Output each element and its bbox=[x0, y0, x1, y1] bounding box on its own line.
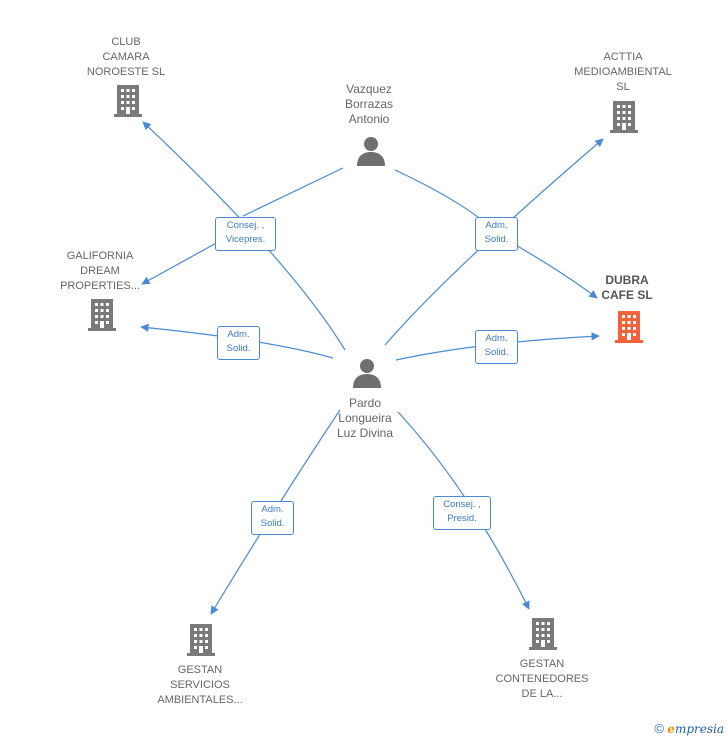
edge-label-adm-solid-acttia[interactable]: Adm. Solid. bbox=[475, 217, 518, 251]
club-camara-line-3: NOROESTE SL bbox=[86, 66, 166, 78]
vazquez-label[interactable]: Vazquez Borrazas Antonio bbox=[314, 82, 424, 127]
vazquez-line-1: Vazquez bbox=[346, 82, 392, 96]
adm-solid-gestan-serv-line-2: Solid. bbox=[260, 518, 285, 529]
galifornia-label[interactable]: GALIFORNIA DREAM PROPERTIES... bbox=[35, 249, 165, 294]
galifornia-line-1: GALIFORNIA bbox=[66, 250, 134, 262]
dubra-label[interactable]: DUBRA CAFE SL bbox=[562, 273, 692, 303]
pardo-line-2: Longueira bbox=[338, 411, 392, 425]
edge-vazquez-club bbox=[242, 167, 344, 217]
consej-vicepres-line-2: Vicepres. bbox=[225, 234, 266, 245]
gestan-contenedores-line-3: DE LA... bbox=[521, 688, 563, 700]
edge-label-adm-solid-gestan-serv[interactable]: Adm. Solid. bbox=[251, 501, 294, 535]
consej-presid-line-2: Presid. bbox=[447, 513, 477, 524]
consej-vicepres-line-1: Consej. , bbox=[226, 220, 265, 231]
gestan-servicios-line-1: GESTAN bbox=[177, 664, 223, 676]
edge-pardo-acttia bbox=[384, 138, 604, 346]
edge-label-consej-vicepres[interactable]: Consej. , Vicepres. bbox=[215, 217, 276, 251]
club-camara-label[interactable]: CLUB CAMARA NOROESTE SL bbox=[61, 35, 191, 80]
gestan-contenedores-line-2: CONTENEDORES bbox=[495, 673, 589, 685]
gestan-servicios-line-3: AMBIENTALES... bbox=[157, 694, 243, 706]
gestan-contenedores-building-icon bbox=[529, 618, 557, 650]
gestan-contenedores-line-1: GESTAN bbox=[519, 658, 565, 670]
dubra-line-1: DUBRA bbox=[605, 273, 649, 287]
club-camara-line-2: CAMARA bbox=[102, 51, 150, 63]
copyright-symbol: © bbox=[654, 721, 664, 736]
vazquez-person-icon bbox=[357, 137, 385, 166]
gestan-contenedores-label[interactable]: GESTAN CONTENEDORES DE LA... bbox=[477, 657, 607, 702]
adm-solid-dubra-line-2: Solid. bbox=[484, 347, 509, 358]
acttia-line-1: ACTTIA bbox=[603, 51, 643, 63]
gestan-servicios-line-2: SERVICIOS bbox=[170, 679, 230, 691]
gestan-servicios-label[interactable]: GESTAN SERVICIOS AMBIENTALES... bbox=[135, 663, 265, 708]
adm-solid-gestan-serv-line-1: Adm. bbox=[261, 504, 284, 515]
galifornia-line-3: PROPERTIES... bbox=[60, 280, 140, 292]
vazquez-line-3: Antonio bbox=[348, 112, 390, 126]
galifornia-building-icon bbox=[88, 299, 116, 331]
club-camara-line-1: CLUB bbox=[111, 36, 141, 48]
edge-label-consej-presid[interactable]: Consej. , Presid. bbox=[433, 496, 491, 530]
gestan-servicios-building-icon bbox=[187, 624, 215, 656]
consej-presid-line-1: Consej. , bbox=[443, 499, 481, 510]
edge-label-adm-solid-galifornia[interactable]: Adm. Solid. bbox=[217, 326, 260, 360]
club-camara-building-icon bbox=[114, 85, 142, 117]
galifornia-line-2: DREAM bbox=[80, 265, 120, 277]
acttia-line-3: SL bbox=[616, 81, 630, 93]
pardo-line-1: Pardo bbox=[348, 396, 382, 410]
brand-logo-e: e bbox=[667, 722, 675, 736]
adm-solid-dubra-line-1: Adm. bbox=[485, 333, 508, 344]
adm-solid-acttia-line-2: Solid. bbox=[484, 234, 509, 245]
dubra-line-2: CAFE SL bbox=[601, 288, 653, 302]
vazquez-line-2: Borrazas bbox=[344, 97, 394, 111]
acttia-line-2: MEDIOAMBIENTAL bbox=[574, 66, 672, 78]
pardo-person-icon bbox=[353, 359, 381, 388]
pardo-line-3: Luz Divina bbox=[336, 426, 394, 440]
brand-logo-text: mpresia bbox=[674, 722, 724, 736]
dubra-building-icon bbox=[615, 311, 643, 343]
acttia-label[interactable]: ACTTIA MEDIOAMBIENTAL SL bbox=[558, 50, 688, 95]
acttia-building-icon bbox=[610, 101, 638, 133]
empresia-footer[interactable]: © empresia bbox=[654, 721, 724, 736]
adm-solid-galifornia-line-1: Adm. bbox=[227, 329, 250, 340]
edge-label-adm-solid-dubra[interactable]: Adm. Solid. bbox=[475, 330, 518, 364]
pardo-label[interactable]: Pardo Longueira Luz Divina bbox=[310, 396, 420, 441]
adm-solid-acttia-line-1: Adm. bbox=[485, 220, 508, 231]
adm-solid-galifornia-line-2: Solid. bbox=[226, 343, 251, 354]
